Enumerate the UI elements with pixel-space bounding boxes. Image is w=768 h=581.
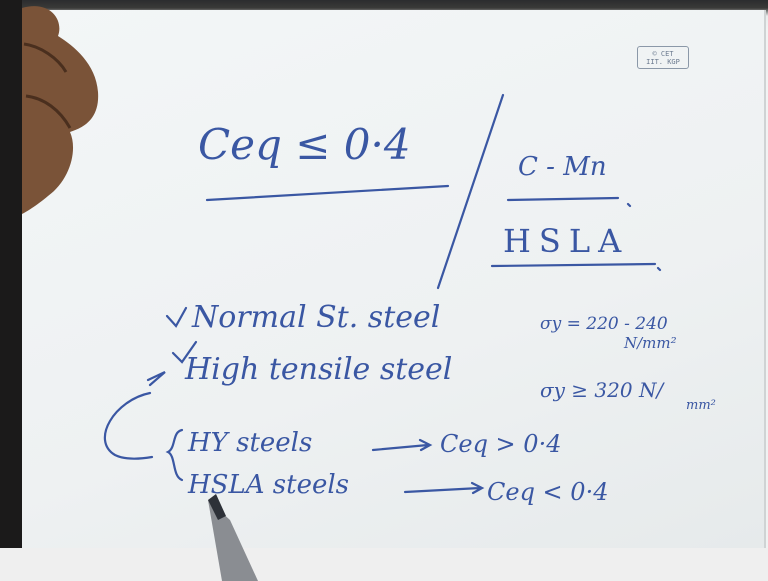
paper-sheet	[22, 10, 766, 550]
c-mn-underline	[506, 196, 632, 208]
check-mark-2	[171, 340, 198, 364]
arrow-hsla	[403, 481, 485, 495]
class-c-mn: C - Mn	[518, 152, 607, 182]
sub-hy-result: Ceq > 0·4	[440, 430, 562, 458]
check-mark-1	[165, 306, 188, 328]
background-edge	[0, 0, 22, 581]
curved-arrow	[103, 391, 154, 460]
sub-hy-steels: HY steels	[188, 428, 313, 458]
desk-surface	[0, 548, 768, 581]
class-hsla: HSLA	[503, 222, 630, 260]
brace	[165, 428, 184, 482]
curved-arrow-head	[146, 371, 166, 387]
hsla-underline	[490, 262, 662, 272]
item-high-tensile-steel: High tensile steel	[185, 352, 453, 387]
item-high-tensile-yield: σy ≥ 320 N/	[540, 378, 664, 402]
presenter-hand	[22, 6, 99, 214]
item-normal-steel-yield: σy = 220 - 240	[540, 314, 668, 334]
item-normal-steel-unit: N/mm²	[624, 334, 677, 352]
arrow-hy	[371, 438, 433, 452]
item-normal-steel: Normal St. steel	[192, 300, 441, 335]
institution-stamp: © CET IIT. KGP	[637, 46, 689, 69]
stamp-line-2: IIT. KGP	[646, 57, 680, 66]
ceq-formula: Ceq ≤ 0·4	[198, 120, 411, 169]
sub-hsla-result: Ceq < 0·4	[487, 478, 609, 506]
formula-underline	[205, 184, 450, 202]
item-high-tensile-unit: mm²	[686, 398, 716, 413]
stamp-line-1: © CET	[652, 49, 674, 58]
slash-divider	[436, 93, 505, 290]
